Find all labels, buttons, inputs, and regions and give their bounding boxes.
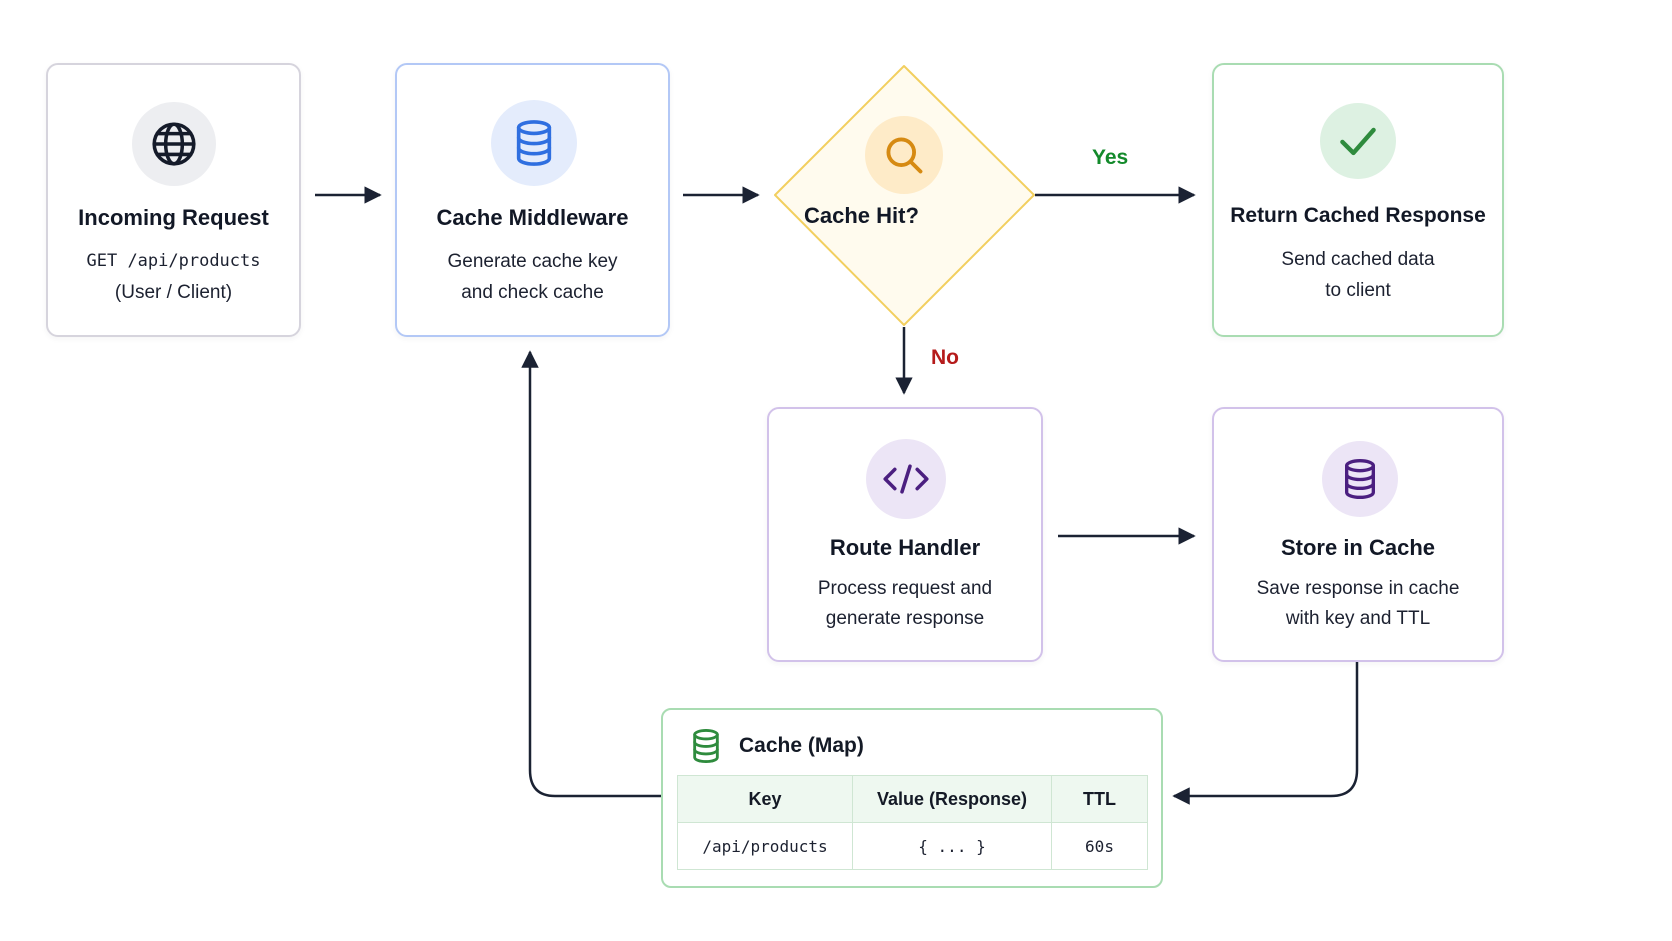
node-description-line: and check cache — [461, 282, 604, 303]
node-description-line: to client — [1325, 280, 1391, 301]
column-header-ttl: TTL — [1051, 775, 1148, 823]
cache-table: Key Value (Response) TTL /api/products {… — [677, 775, 1148, 870]
node-title: Cache Middleware — [436, 205, 629, 230]
search-icon — [865, 116, 943, 194]
node-title: Route Handler — [829, 535, 981, 560]
node-title: Return Cached Response — [1230, 204, 1486, 227]
decision-cache-hit — [774, 65, 1035, 326]
node-cache-middleware: Cache Middleware Generate cache key and … — [395, 63, 670, 337]
cell-key: /api/products — [677, 822, 853, 870]
database-icon — [1322, 441, 1398, 517]
globe-icon — [132, 102, 216, 186]
node-description-line: Generate cache key — [447, 251, 618, 272]
node-description-line: GET /api/products — [86, 251, 261, 271]
node-description-line: Send cached data — [1281, 249, 1435, 270]
database-icon — [491, 100, 577, 186]
edge-label-no: No — [931, 346, 959, 369]
database-icon — [689, 727, 723, 765]
cache-map-title: Cache (Map) — [739, 734, 864, 757]
column-header-value: Value (Response) — [852, 775, 1052, 823]
edge-label-yes: Yes — [1092, 146, 1129, 169]
node-store-in-cache: Store in Cache Save response in cache wi… — [1212, 407, 1504, 662]
code-icon — [866, 439, 946, 519]
node-title: Incoming Request — [78, 205, 269, 230]
decision-title: Cache Hit? — [804, 203, 919, 228]
node-description-line: with key and TTL — [1285, 608, 1431, 629]
node-description-line: Save response in cache — [1256, 578, 1460, 599]
cell-value: { ... } — [852, 822, 1052, 870]
cell-ttl: 60s — [1051, 822, 1148, 870]
table-row: /api/products { ... } 60s — [677, 822, 1148, 870]
node-title: Store in Cache — [1280, 535, 1436, 560]
table-header-row: Key Value (Response) TTL — [677, 775, 1148, 823]
cache-map-panel: Cache (Map) Key Value (Response) TTL /ap… — [661, 708, 1163, 888]
column-header-key: Key — [677, 775, 853, 823]
node-return-cached-response: Return Cached Response Send cached data … — [1212, 63, 1504, 337]
node-route-handler: Route Handler Process request and genera… — [767, 407, 1043, 662]
node-description-line: Process request and — [817, 578, 993, 599]
checkmark-icon — [1320, 103, 1396, 179]
arrow-store-to-cache-map — [1172, 662, 1359, 805]
node-description-line: generate response — [825, 608, 985, 629]
node-incoming-request: Incoming Request GET /api/products (User… — [46, 63, 301, 337]
node-description-line: (User / Client) — [114, 282, 233, 303]
arrow-cache-map-to-middleware — [521, 350, 661, 798]
